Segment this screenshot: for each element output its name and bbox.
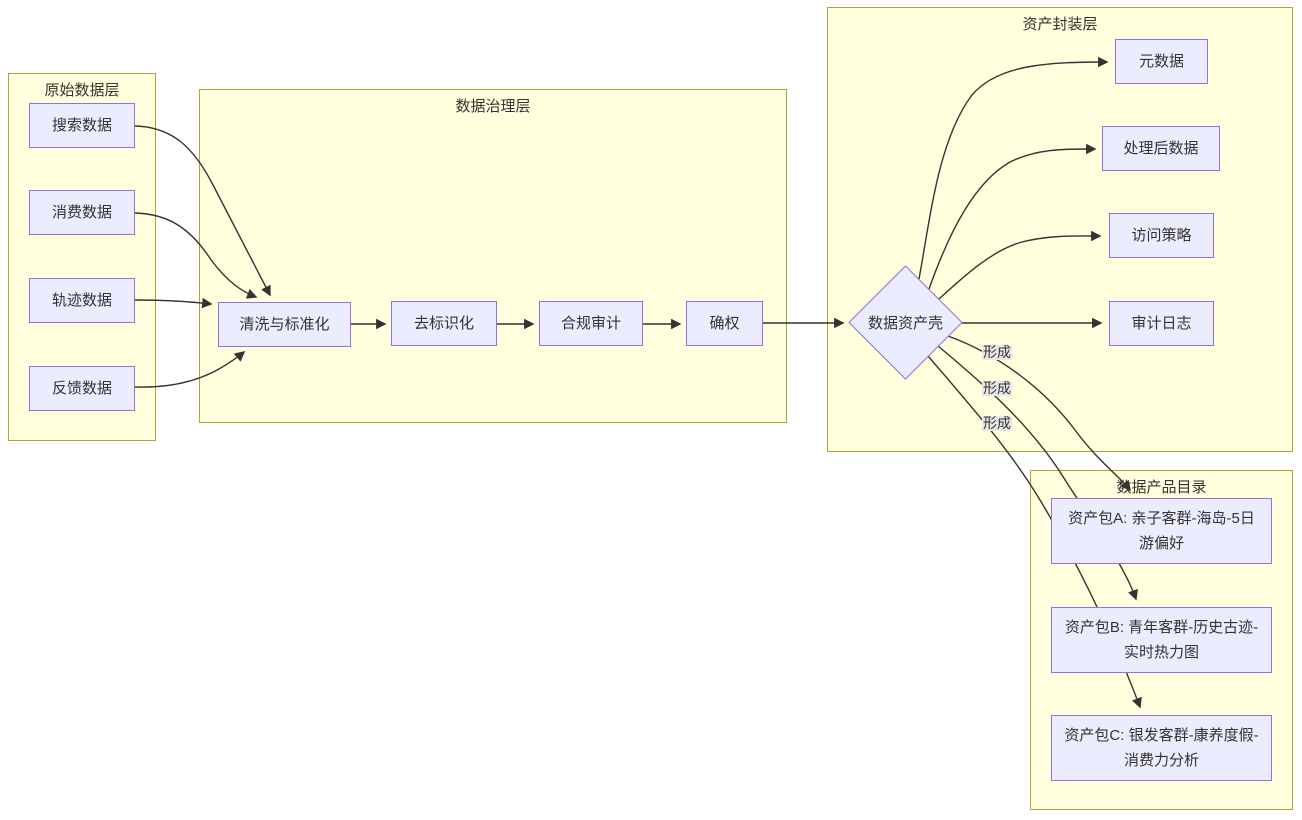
node-track-data: 轨迹数据 (29, 278, 135, 323)
node-package-c: 资产包C: 银发客群-康养度假-消费力分析 (1051, 715, 1272, 781)
cluster-raw-data-layer-title: 原始数据层 (44, 82, 120, 99)
edge-search-to-clean (134, 125, 271, 297)
node-package-b-label: 资产包B: 青年客群-历史古迹-实时热力图 (1064, 618, 1259, 662)
node-deidentify-label: 去标识化 (413, 314, 474, 332)
cluster-packaging-layer-title: 资产封装层 (1022, 16, 1098, 33)
cluster-governance-layer-title: 数据治理层 (455, 98, 531, 115)
node-confirm-rights-label: 确权 (709, 314, 740, 332)
edge-shell-to-policy (938, 230, 1102, 300)
edge-label-form-1: 形成 (982, 344, 1012, 360)
edge-feedback-to-clean (134, 350, 246, 388)
node-access-policy: 访问策略 (1109, 213, 1214, 258)
node-metadata: 元数据 (1115, 39, 1208, 84)
edge-label-form-2: 形成 (982, 380, 1012, 396)
node-feedback-data: 反馈数据 (29, 366, 135, 411)
node-consume-data: 消费数据 (29, 190, 135, 235)
node-deidentify: 去标识化 (391, 301, 497, 346)
shell-diamond-shape (848, 265, 963, 380)
edge-consume-to-clean (134, 212, 258, 299)
node-package-a-label: 资产包A: 亲子客群-海岛-5日游偏好 (1068, 509, 1255, 553)
node-compliance-audit: 合规审计 (539, 301, 643, 346)
node-feedback-data-label: 反馈数据 (51, 379, 112, 397)
node-track-data-label: 轨迹数据 (51, 291, 112, 309)
node-search-data-label: 搜索数据 (51, 116, 112, 134)
cluster-governance-layer: 数据治理层 (199, 89, 787, 423)
node-package-c-label: 资产包C: 银发客群-康养度假-消费力分析 (1064, 726, 1259, 770)
node-audit-log: 审计日志 (1109, 301, 1214, 346)
node-compliance-audit-label: 合规审计 (560, 314, 621, 332)
edge-shell-to-processed (928, 143, 1097, 290)
node-processed-data: 处理后数据 (1102, 126, 1220, 171)
edge-shell-to-metadata (918, 56, 1109, 280)
node-package-a: 资产包A: 亲子客群-海岛-5日游偏好 (1051, 498, 1272, 564)
edge-shell-to-packageA (947, 335, 1131, 492)
node-processed-data-label: 处理后数据 (1123, 139, 1199, 157)
node-package-b: 资产包B: 青年客群-历史古迹-实时热力图 (1051, 607, 1272, 673)
edge-track-to-clean (134, 297, 213, 309)
node-search-data: 搜索数据 (29, 103, 135, 148)
node-access-policy-label: 访问策略 (1131, 226, 1192, 244)
edge-label-form-3: 形成 (982, 415, 1012, 431)
node-confirm-rights: 确权 (686, 301, 763, 346)
node-metadata-label: 元数据 (1138, 52, 1184, 70)
node-clean-standardize: 清洗与标准化 (218, 302, 351, 347)
node-audit-log-label: 审计日志 (1131, 314, 1192, 332)
node-clean-standardize-label: 清洗与标准化 (239, 315, 330, 333)
node-consume-data-label: 消费数据 (51, 203, 112, 221)
cluster-product-catalog-title: 数据产品目录 (1116, 479, 1207, 496)
